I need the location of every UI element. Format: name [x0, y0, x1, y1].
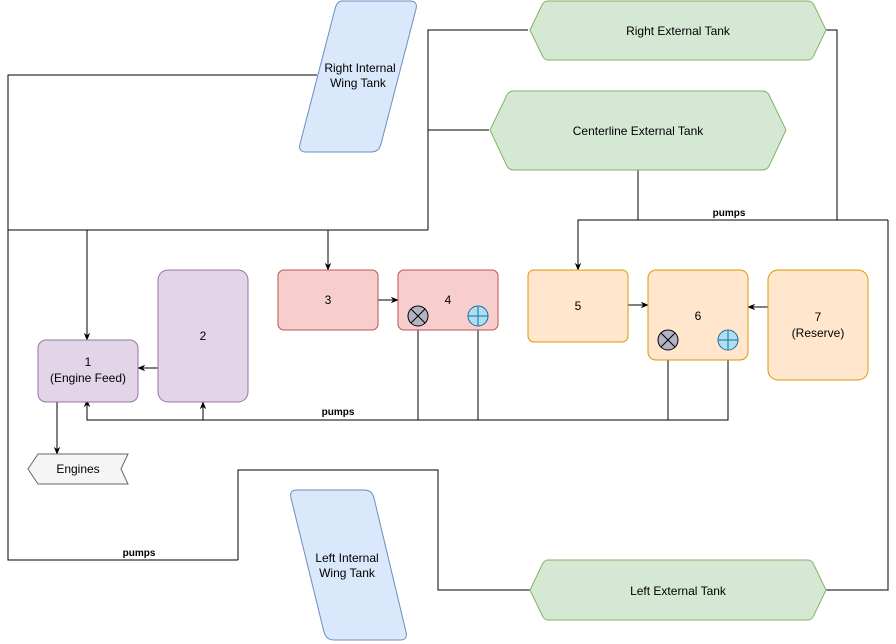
right-external-tank-label: Right External Tank	[626, 24, 731, 38]
line-right-external	[427, 29, 528, 230]
tank-3-label: 3	[325, 293, 332, 307]
line-right-external-loop	[826, 29, 838, 220]
centerline-external-tank-label: Centerline External Tank	[573, 124, 705, 138]
pumps-label-bottom: pumps	[123, 548, 156, 559]
left-internal-wing-tank-line1: Left Internal	[315, 551, 378, 565]
right-external-tank[interactable]: Right External Tank	[529, 0, 827, 61]
tank-4-plus-valve-icon[interactable]	[467, 305, 489, 327]
right-internal-wing-tank[interactable]: Right Internal Wing Tank	[299, 0, 417, 153]
tank-5-label: 5	[575, 299, 582, 313]
tank-7-caption: (Reserve)	[792, 326, 845, 340]
line-pumps-return	[83, 352, 729, 421]
engines[interactable]: Engines	[27, 453, 129, 485]
tank-4-label: 4	[445, 293, 452, 307]
left-internal-wing-tank-line2: Wing Tank	[319, 566, 376, 580]
tank-3[interactable]: 3	[277, 269, 379, 331]
left-internal-wing-tank[interactable]: Left Internal Wing Tank	[290, 489, 407, 641]
centerline-external-tank[interactable]: Centerline External Tank	[489, 90, 787, 171]
tank-2-label: 2	[200, 329, 207, 343]
right-internal-wing-tank-line1: Right Internal	[324, 61, 395, 75]
left-external-tank[interactable]: Left External Tank	[529, 559, 827, 621]
line-top-pumps-bus	[574, 219, 888, 271]
line-left-vertical	[7, 230, 238, 561]
line-right-edge	[826, 220, 889, 591]
right-internal-wing-tank-line2: Wing Tank	[330, 76, 387, 90]
line-left-external-loop	[237, 469, 530, 591]
tank-6-plus-valve-icon[interactable]	[717, 329, 739, 351]
tank-2[interactable]: 2	[157, 269, 249, 403]
tank-7-number: 7	[815, 310, 822, 324]
tank-5[interactable]: 5	[527, 269, 629, 343]
left-external-tank-label: Left External Tank	[630, 584, 727, 598]
tank-6-cross-valve-icon[interactable]	[657, 329, 679, 351]
line-right-wing-to-left	[7, 74, 317, 230]
tank-1[interactable]: 1 (Engine Feed)	[37, 339, 139, 403]
tank-1-number: 1	[85, 355, 92, 369]
engines-label: Engines	[56, 462, 99, 476]
tank-7[interactable]: 7 (Reserve)	[767, 269, 869, 381]
tank-1-caption: (Engine Feed)	[50, 371, 126, 385]
tank-4-cross-valve-icon[interactable]	[407, 305, 429, 327]
pumps-label-middle: pumps	[322, 407, 355, 418]
tank-6-label: 6	[695, 309, 702, 323]
pumps-label-top: pumps	[713, 208, 746, 219]
